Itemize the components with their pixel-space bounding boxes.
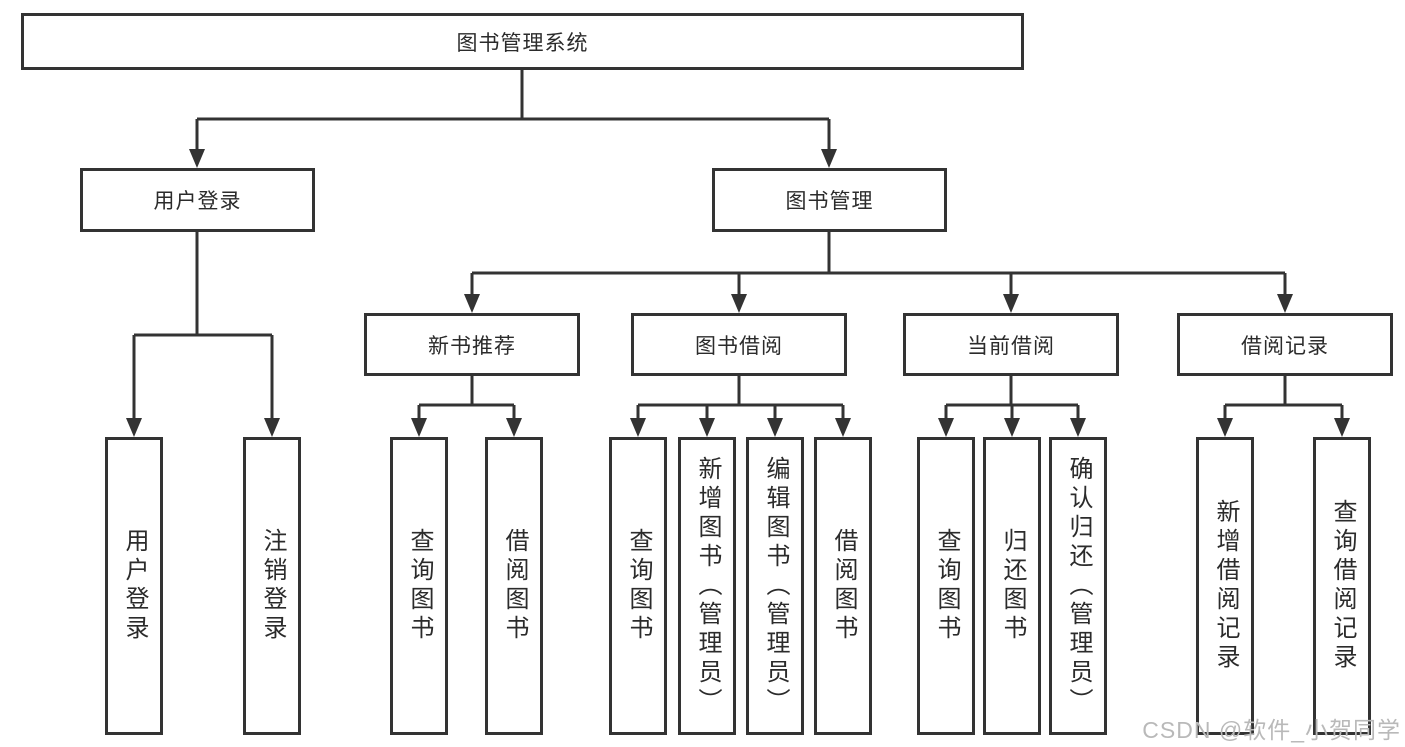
leaf-cb-confirm-return-admin: 确认归还（管理员） — [1049, 437, 1107, 735]
leaf-br-add-record: 新增借阅记录 — [1196, 437, 1254, 735]
node-user-login: 用户登录 — [80, 168, 315, 232]
leaf-user-login: 用户登录 — [105, 437, 163, 735]
connector-book-borrow-children — [630, 376, 851, 437]
node-root: 图书管理系统 — [21, 13, 1024, 70]
csdn-watermark: CSDN @软件_小贺同学 — [1142, 717, 1401, 743]
node-book-borrow: 图书借阅 — [631, 313, 847, 376]
leaf-br-query-record: 查询借阅记录 — [1313, 437, 1371, 735]
leaf-cb-return-book: 归还图书 — [983, 437, 1041, 735]
connector-user-login-children — [126, 232, 280, 437]
node-current-borrow: 当前借阅 — [903, 313, 1119, 376]
leaf-nbr-borrow-book: 借阅图书 — [485, 437, 543, 735]
leaf-logout: 注销登录 — [243, 437, 301, 735]
connector-root-to-level2 — [189, 70, 837, 168]
leaf-cb-query-book: 查询图书 — [917, 437, 975, 735]
leaf-nbr-query-book: 查询图书 — [390, 437, 448, 735]
leaf-bb-add-book-admin: 新增图书（管理员） — [678, 437, 736, 735]
node-book-management: 图书管理 — [712, 168, 947, 232]
leaf-bb-edit-book-admin: 编辑图书（管理员） — [746, 437, 804, 735]
connector-current-borrow-children — [938, 376, 1086, 437]
connector-new-book-children — [411, 376, 522, 437]
leaf-bb-borrow-book: 借阅图书 — [814, 437, 872, 735]
connector-book-management-children — [464, 232, 1293, 313]
leaf-bb-query-book: 查询图书 — [609, 437, 667, 735]
node-new-book-recommend: 新书推荐 — [364, 313, 580, 376]
connector-borrow-records-children — [1217, 376, 1350, 437]
node-borrow-records: 借阅记录 — [1177, 313, 1393, 376]
